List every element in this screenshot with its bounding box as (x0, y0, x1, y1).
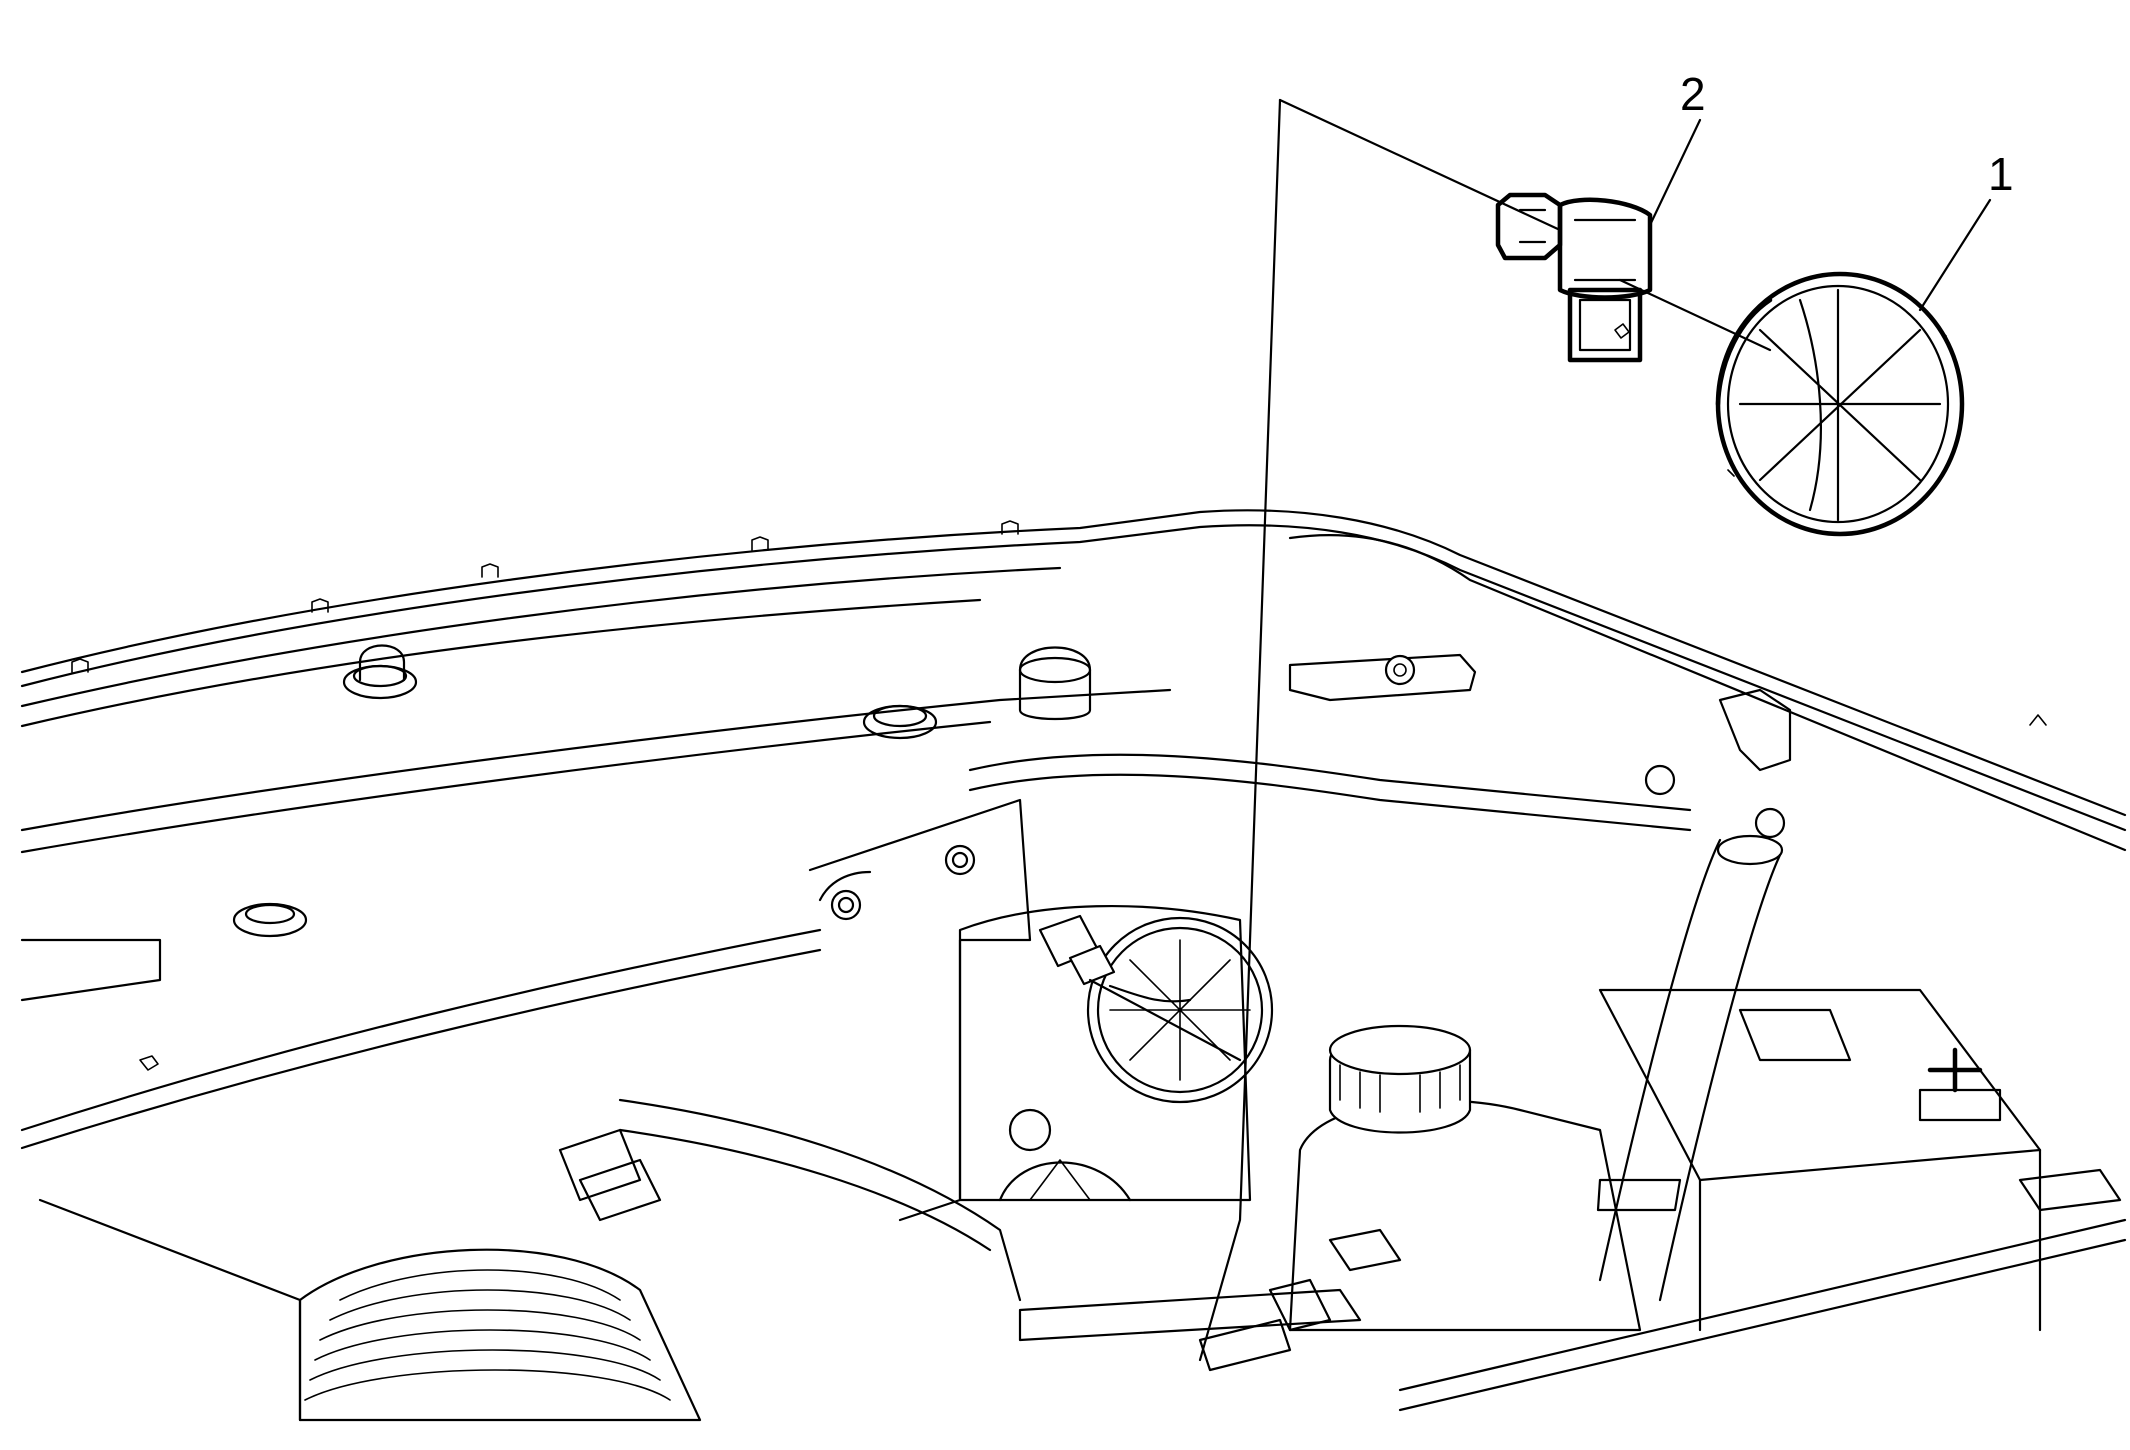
front-structure-left (20, 644, 1172, 1150)
center-bracket (808, 653, 1792, 1222)
radiator-support-top (20, 509, 2127, 852)
radiator-hose (1596, 834, 1784, 1302)
callout-1: 1 (1988, 148, 2014, 200)
battery (1598, 988, 2122, 1332)
air-intake-duct (38, 1128, 702, 1422)
bulb-access-cover-part-1 (1618, 198, 1992, 537)
headlamp-bulb-part-2 (1495, 118, 1702, 363)
extension-leader (1088, 98, 1562, 1362)
coolant-reservoir (1268, 1024, 1642, 1332)
callout-2: 2 (1680, 68, 1706, 120)
lower-frame (618, 1098, 2127, 1412)
headlamp-housing (958, 904, 1274, 1202)
